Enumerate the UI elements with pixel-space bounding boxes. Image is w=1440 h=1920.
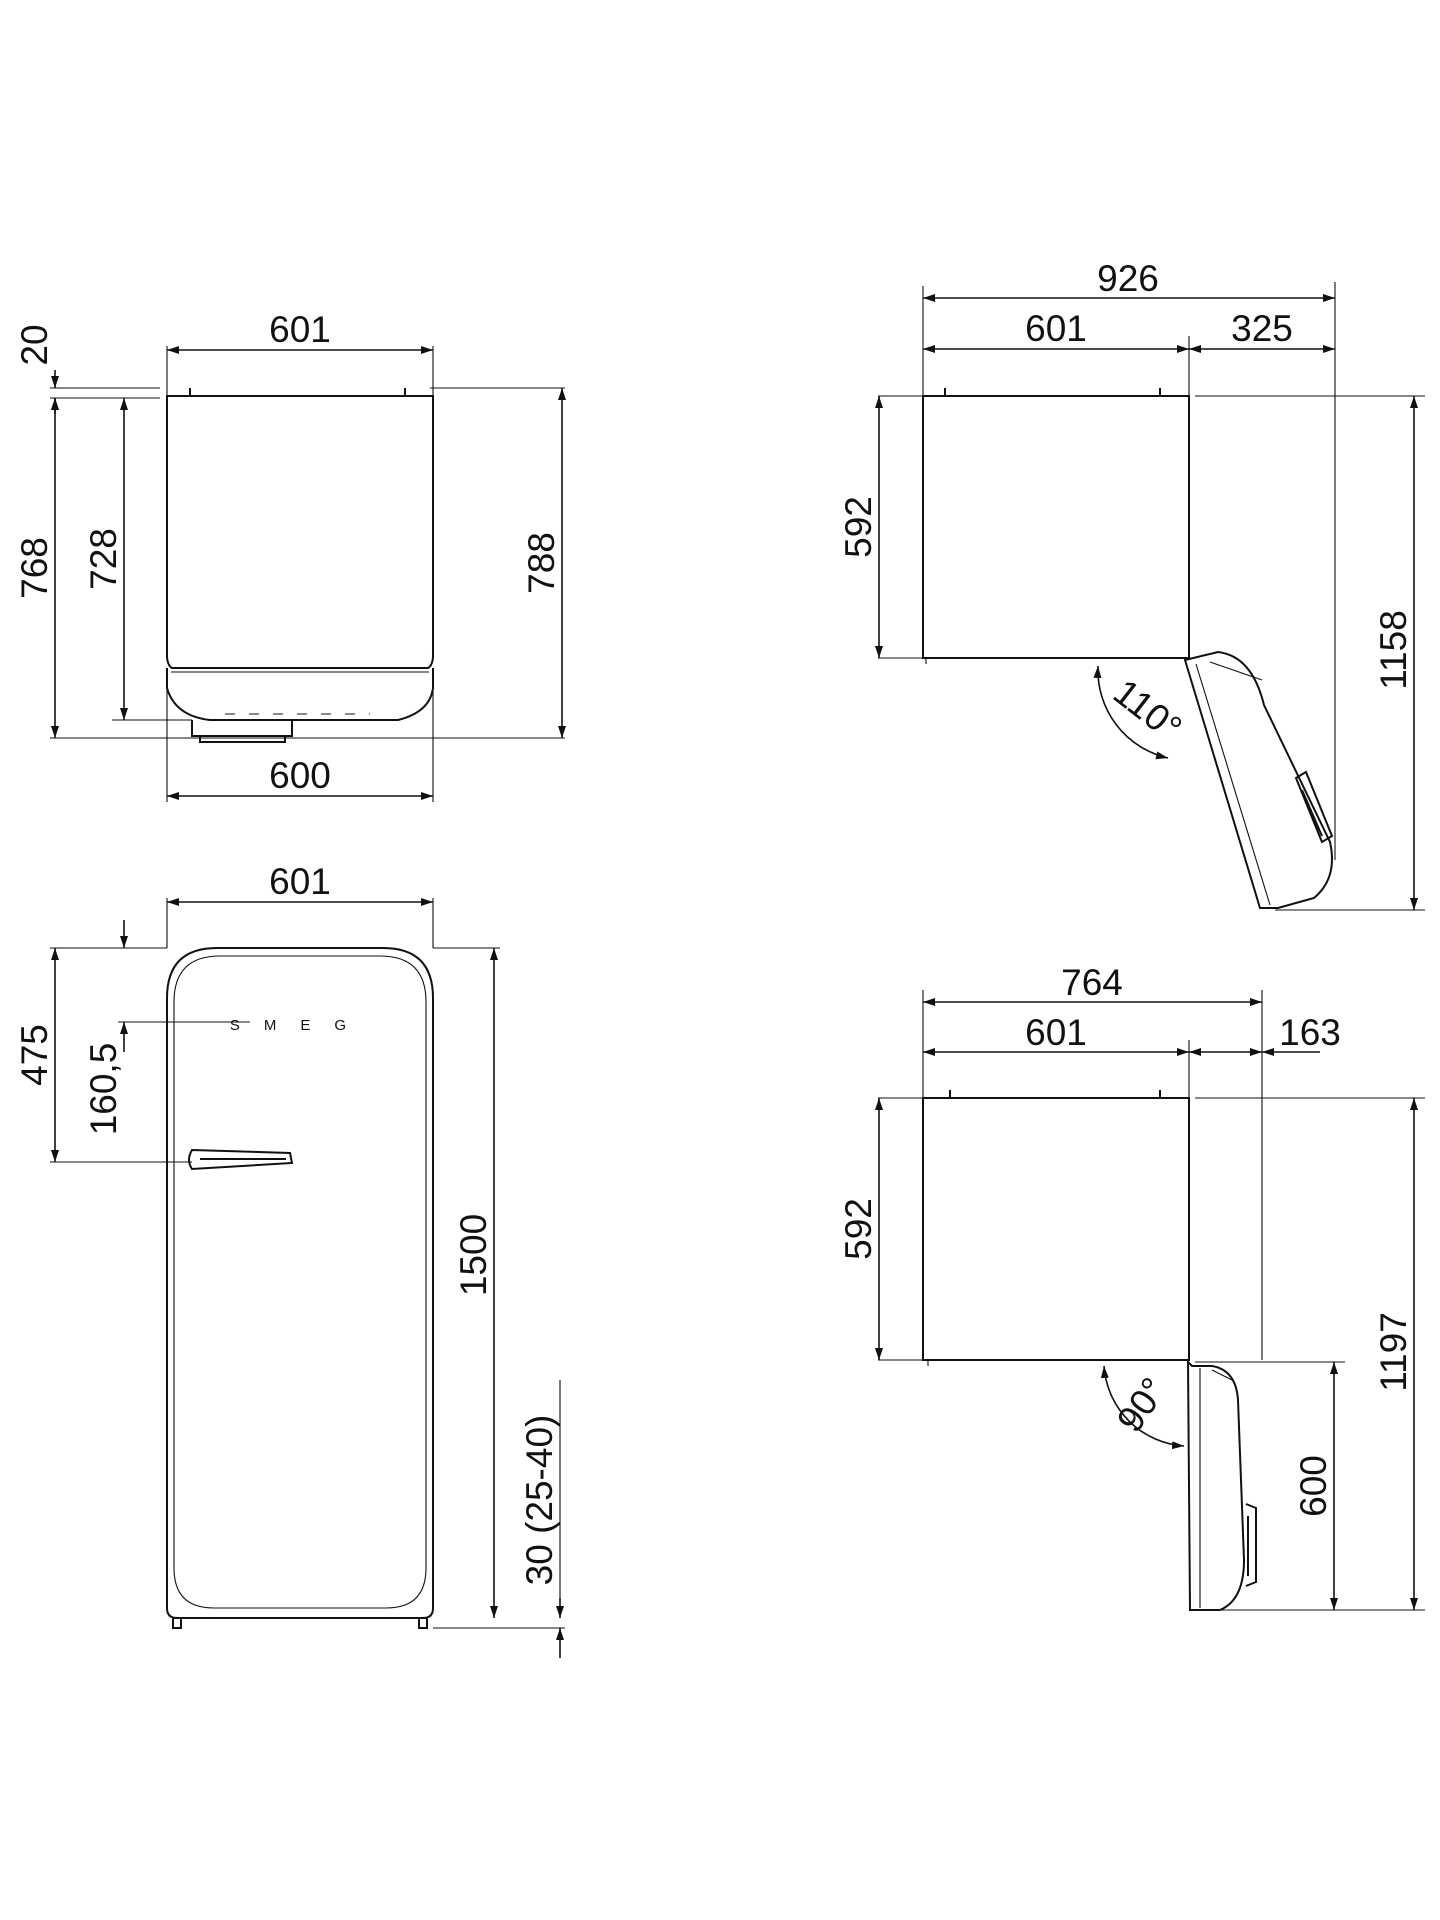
dim-20: 20 (14, 324, 55, 365)
door-handle-90 (1245, 1503, 1257, 1587)
dim-592-110: 592 (838, 496, 879, 558)
cabinet-top-outline (166, 395, 434, 669)
smeg-logo: SMEG (230, 1017, 370, 1034)
dim-600-bottom: 600 (269, 755, 331, 796)
door-outline-110 (1183, 650, 1333, 909)
foot-right (418, 1617, 428, 1629)
foot-left (172, 1617, 182, 1629)
top-view-closed: 601 600 20 768 728 788 (14, 309, 566, 802)
angle-90: 90° (1109, 1370, 1175, 1439)
door-inner-90 (1199, 1368, 1233, 1608)
dim-1500: 1500 (453, 1214, 494, 1296)
dim-600-90: 600 (1293, 1455, 1334, 1517)
cabinet-front-outline (166, 947, 434, 1619)
angle-110: 110° (1106, 671, 1189, 749)
front-view: SMEG 601 475 160,5 1500 30 (25-40) (14, 861, 565, 1658)
dim-325: 325 (1231, 308, 1293, 349)
dim-163: 163 (1279, 1012, 1341, 1053)
dim-160-5: 160,5 (83, 1043, 124, 1136)
dim-728: 728 (83, 528, 124, 590)
angle-arc-110 (1093, 665, 1169, 760)
door-inner-110 (1195, 661, 1271, 906)
angle-arc-90 (1100, 1365, 1185, 1450)
dim-601-110: 601 (1025, 308, 1087, 349)
top-view-open-90: 90° 764 601 163 592 600 1197 (838, 962, 1425, 1611)
dim-768: 768 (14, 537, 55, 599)
door-outline-90 (1186, 1359, 1246, 1611)
dim-601-top: 601 (269, 309, 331, 350)
dim-1158: 1158 (1373, 610, 1414, 690)
door-panel-outline (173, 955, 427, 1609)
cabinet-outline-110 (922, 395, 1190, 659)
front-handle (188, 1148, 294, 1171)
dim-30-25-40: 30 (25-40) (519, 1415, 560, 1586)
dim-601-90: 601 (1025, 1012, 1087, 1053)
dim-475: 475 (14, 1024, 55, 1086)
dim-926: 926 (1097, 258, 1159, 299)
door-top-outline (166, 668, 434, 721)
handle-top (191, 720, 293, 743)
dim-592-90: 592 (838, 1198, 879, 1260)
dim-788: 788 (521, 532, 562, 594)
cabinet-outline-90 (922, 1097, 1190, 1361)
dim-764: 764 (1061, 962, 1123, 1003)
top-view-open-110: 110° 926 601 325 592 1158 (838, 258, 1425, 911)
door-handle-110 (1294, 770, 1334, 844)
dim-1197: 1197 (1373, 1312, 1414, 1392)
dim-601-front: 601 (269, 861, 331, 902)
